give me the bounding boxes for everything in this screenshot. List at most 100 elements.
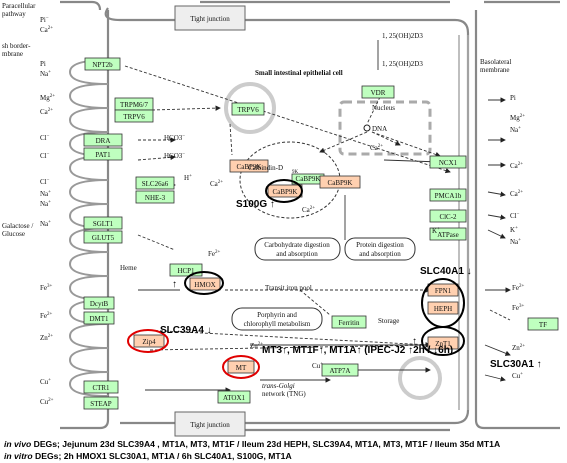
gene-sglt1[interactable]: SGLT1 xyxy=(83,216,123,230)
ion-ca_s100: Ca2+ xyxy=(302,206,315,214)
gene-hmox-label: HMOX xyxy=(194,281,215,289)
gene-heph-box xyxy=(427,301,459,315)
gene-hmox[interactable]: HMOX xyxy=(189,277,221,291)
gene-zip4-box xyxy=(133,334,165,348)
gene-steap-label: STEAP xyxy=(90,400,112,408)
gene-vdr-label: VDR xyxy=(371,89,386,97)
gene-ferritin-box xyxy=(331,315,367,329)
ion-ca_calb: Ca2+ xyxy=(210,180,223,188)
ion-fe2_l: Fe2+ xyxy=(40,312,53,320)
gene-atp7a[interactable]: ATP7A xyxy=(321,363,359,377)
gene-trpm67-label: TRPM6/7 xyxy=(120,101,149,109)
gene-clc2-box xyxy=(429,209,467,223)
ion-ca_calb2: Ca2+ xyxy=(370,144,383,152)
gene-cabp9k_b[interactable]: CaBP9K xyxy=(267,184,303,198)
gene-sglt1-label: SGLT1 xyxy=(93,220,114,228)
gene-npt2b[interactable]: NPT2b xyxy=(84,57,121,71)
gene-dmt1-label: DMT1 xyxy=(89,315,109,323)
gene-slc26a6[interactable]: SLC26a6 xyxy=(135,176,175,190)
ion-k_r2: K+ xyxy=(432,227,440,235)
gene-mt[interactable]: MT xyxy=(227,360,255,374)
gene-dcytb[interactable]: DcytB xyxy=(83,296,115,310)
tight-junction-top-label: Tight junction xyxy=(190,15,230,23)
ion-cu2_l: Cu2+ xyxy=(40,398,54,406)
gene-trpv6b-label: TRPV6 xyxy=(237,106,259,114)
gene-ctr1[interactable]: CTR1 xyxy=(83,380,119,394)
gene-pmca1b[interactable]: PMCA1b xyxy=(429,188,467,202)
annot-slc30a1: SLC30A1 ↑ xyxy=(490,359,542,370)
gene-clc2-label: ClC-2 xyxy=(439,213,457,221)
gene-pat1[interactable]: PAT1 xyxy=(83,147,123,161)
gene-trpv6a[interactable]: TRPV6 xyxy=(114,109,154,123)
heme-label: Heme xyxy=(120,264,137,272)
gene-znt1-label: ZnT1 xyxy=(435,340,451,348)
ion-na_r2: Na+ xyxy=(510,238,521,246)
gene-vdr[interactable]: VDR xyxy=(361,85,395,99)
gene-tf-box xyxy=(527,317,559,331)
gene-hcp1[interactable]: HCP1 xyxy=(169,263,203,277)
gene-mt-label: MT xyxy=(236,364,247,372)
gene-cabp9k_a[interactable]: CaBP9K xyxy=(229,159,269,173)
ion-k_r: K+ xyxy=(510,226,518,234)
pathway-carb-line2: and absorption xyxy=(276,250,318,258)
gene-ffn1-label: FPN1 xyxy=(435,287,452,295)
footer-in-vitro-text: DEGs; 2h HMOX1 SLC30A1, MT1A / 6h SLC40A… xyxy=(32,451,292,461)
annot-slc39a4: SLC39A4 ↓ xyxy=(160,325,212,336)
gene-dcytb-label: DcytB xyxy=(90,300,109,308)
brush-line1: sh border- xyxy=(2,42,31,50)
pathway-carb-line1: Carbohydrate digestion xyxy=(264,241,330,249)
vesicle-lower xyxy=(398,356,442,400)
gene-clc2[interactable]: ClC-2 xyxy=(429,209,467,223)
gene-nhe3-label: NHE-3 xyxy=(145,194,166,202)
ion-ca_trpv6: Ca2+ xyxy=(40,108,53,116)
footer-in-vitro-label: in vitro xyxy=(4,451,33,461)
gene-dmt1[interactable]: DMT1 xyxy=(83,311,115,325)
gene-steap[interactable]: STEAP xyxy=(83,396,119,410)
gene-znt1[interactable]: ZnT1 xyxy=(427,336,459,350)
ion-hp: H+ xyxy=(184,174,192,182)
gene-tf[interactable]: TF xyxy=(527,317,559,331)
basolateral-line1: Basolateral xyxy=(480,58,512,66)
tight-junction-bottom: Tight junction xyxy=(174,411,246,437)
gene-dra[interactable]: DRA xyxy=(83,133,123,147)
tight-junction-top: Tight junction xyxy=(174,5,246,31)
gene-npt2b-label: NPT2b xyxy=(92,61,113,69)
ion-mg_r: Mg2+ xyxy=(510,114,525,122)
gene-ferritin[interactable]: Ferritin xyxy=(331,315,367,329)
galactose-line2: Glucose xyxy=(2,230,25,238)
gene-mt-box xyxy=(227,360,255,374)
pathway-protein: Protein digestion and absorption xyxy=(344,237,416,261)
gene-atpase[interactable]: ATPase xyxy=(429,227,467,241)
gene-ncx1[interactable]: NCX1 xyxy=(429,155,467,169)
gene-heph-label: HEPH xyxy=(434,305,452,313)
gene-trpv6b[interactable]: TRPV6 xyxy=(231,102,265,116)
gene-trpv6a-box xyxy=(114,109,154,123)
gene-atox1-box xyxy=(217,390,251,404)
deg-annotations: S100G ↑ SLC40A1 ↓ SLC39A4 ↓ MT3↑, MT1F↑,… xyxy=(160,199,542,370)
ion-hco3_b: HCO3− xyxy=(164,152,185,160)
gene-ffn1[interactable]: FPN1 xyxy=(427,283,459,297)
gene-heph[interactable]: HEPH xyxy=(427,301,459,315)
gene-ctr1-box xyxy=(83,380,119,394)
pathway-protein-line2: and absorption xyxy=(359,250,401,258)
basolateral-line2: membrane xyxy=(480,66,510,74)
gene-atox1[interactable]: ATOX1 xyxy=(217,390,251,404)
gene-znt1-box xyxy=(427,336,459,350)
gene-dra-label: DRA xyxy=(96,137,111,145)
gene-nhe3[interactable]: NHE-3 xyxy=(135,190,175,204)
gene-trpm67[interactable]: TRPM6/7 xyxy=(114,97,154,111)
gene-boxes: NPT2bTRPM6/7TRPV6TRPV6VDRDRAPAT1CaBP9KCa… xyxy=(83,57,559,410)
gene-atox1-label: ATOX1 xyxy=(223,394,246,402)
ion-cl_a: Cl− xyxy=(40,134,50,142)
gene-zip4[interactable]: Zip4 xyxy=(133,334,165,348)
footer-in-vitro: in vitro DEGs; 2h HMOX1 SLC30A1, MT1A / … xyxy=(4,451,292,461)
nucleus-box xyxy=(338,100,432,156)
gene-glut5[interactable]: GLUT5 xyxy=(83,230,123,244)
gene-atpase-box xyxy=(429,227,467,241)
gene-ferritin-label: Ferritin xyxy=(339,319,360,327)
gene-sglt1-box xyxy=(83,216,123,230)
gene-cabp9k_d[interactable]: CaBP9K xyxy=(319,175,361,189)
gene-ncx1-label: NCX1 xyxy=(439,159,458,167)
